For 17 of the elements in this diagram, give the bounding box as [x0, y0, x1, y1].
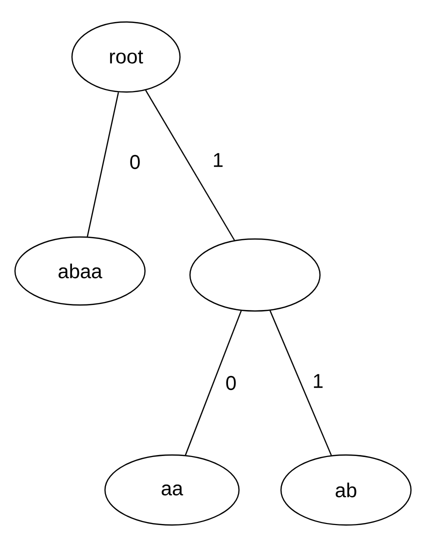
- node-label: root: [110, 50, 144, 64]
- edge-label: 1: [214, 153, 223, 167]
- tree-node: [14, 236, 146, 306]
- tree-edge: [86, 92, 119, 237]
- empty-tree-node: [189, 238, 321, 312]
- tree-node: [104, 454, 240, 526]
- node-label: aa: [162, 484, 184, 496]
- edge-label: 1: [314, 374, 323, 388]
- tree-edge: [270, 310, 332, 456]
- node-label: ab: [336, 482, 356, 498]
- edge-label: 0: [130, 154, 140, 170]
- edge-label: 0: [226, 376, 236, 390]
- tree-node: [280, 454, 412, 526]
- tree-edge: [184, 310, 242, 456]
- tree-edge: [145, 90, 235, 241]
- tree-node: [71, 21, 181, 93]
- node-label: abaa: [58, 264, 102, 278]
